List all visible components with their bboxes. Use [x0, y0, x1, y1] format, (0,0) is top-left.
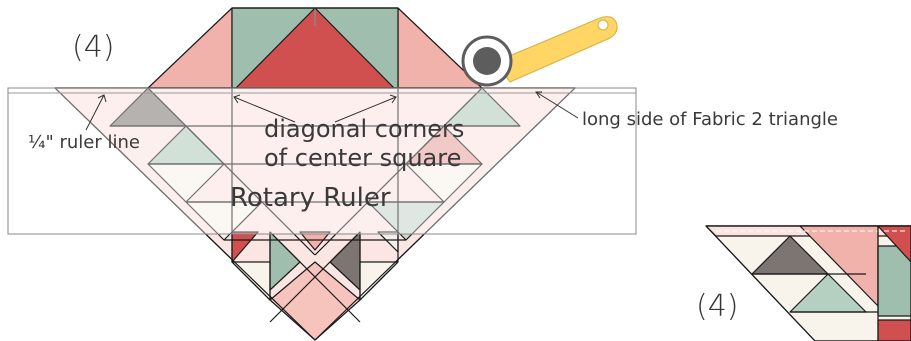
- step-label-main: (4): [72, 30, 115, 65]
- cutter-handle-hole: [598, 20, 608, 30]
- inset-red-bottom: [878, 320, 911, 341]
- diagonal-corners-label-line1: diagonal corners: [264, 115, 464, 143]
- step-label-inset: (4): [696, 289, 739, 324]
- rotary-cutter-icon: [463, 17, 617, 85]
- cutter-hub: [473, 47, 501, 75]
- rotary-ruler-label: Rotary Ruler: [230, 183, 391, 213]
- long-side-label: long side of Fabric 2 triangle: [582, 109, 838, 130]
- diagonal-corners-label-line2: of center square: [264, 144, 461, 172]
- ruler-line-label: ¼" ruler line: [28, 132, 140, 153]
